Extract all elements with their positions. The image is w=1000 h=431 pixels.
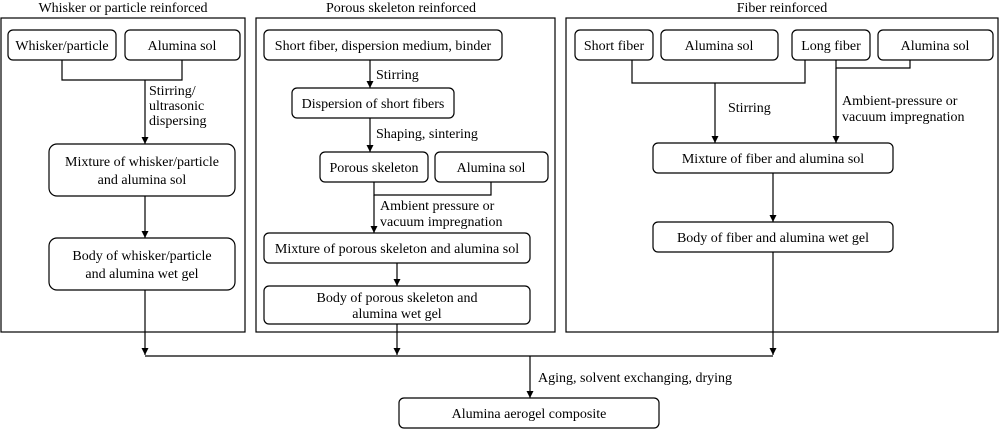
panel-fiber-frame xyxy=(565,17,999,333)
panel-fiber: Fiber reinforced Short fiber Alumina sol… xyxy=(565,1,999,353)
fiber-alumina-sol-label-1: Alumina sol xyxy=(685,39,754,54)
whisker-body-box xyxy=(48,237,236,291)
porous-body-line-1: Body of porous skeleton and xyxy=(317,291,478,306)
fiber-long-box xyxy=(791,29,871,61)
fiber-short-merge-connector xyxy=(631,60,806,84)
whisker-step-1-line-3: dispersing xyxy=(149,114,207,129)
porous-step-1: Stirring xyxy=(376,68,419,83)
fiber-alumina-sol-label-2: Alumina sol xyxy=(901,39,970,54)
porous-merge-connector xyxy=(373,182,492,196)
final-box xyxy=(398,397,660,429)
final-stage: Aging, solvent exchanging, drying Alumin… xyxy=(141,348,777,429)
fiber-mixture-label: Mixture of fiber and alumina sol xyxy=(682,152,864,167)
panel-porous: Porous skeleton reinforced Short fiber, … xyxy=(255,1,556,353)
fiber-long-label: Long fiber xyxy=(801,39,861,54)
porous-skeleton-label: Porous skeleton xyxy=(329,161,418,176)
panel-fiber-title: Fiber reinforced xyxy=(737,1,828,16)
whisker-alumina-sol-label: Alumina sol xyxy=(148,39,217,54)
porous-inputs-box xyxy=(263,29,503,61)
final-step-label: Aging, solvent exchanging, drying xyxy=(538,371,732,386)
fiber-alumina-sol-box-1 xyxy=(660,29,779,61)
fiber-step-long-line-1: Ambient-pressure or xyxy=(842,94,958,109)
whisker-step-1-line-2: ultrasonic xyxy=(149,99,204,114)
porous-alumina-sol-label: Alumina sol xyxy=(457,161,526,176)
whisker-body-line-1: Body of whisker/particle xyxy=(72,249,211,264)
whisker-particle-label: Whisker/particle xyxy=(15,39,108,54)
final-box-label: Alumina aerogel composite xyxy=(452,407,607,422)
panel-whisker: Whisker or particle reinforced Whisker/p… xyxy=(0,1,246,353)
panel-whisker-frame xyxy=(0,17,246,333)
panel-porous-frame xyxy=(255,17,556,333)
porous-step-3-line-1: Ambient pressure or xyxy=(380,199,495,214)
whisker-body-line-2: and alumina wet gel xyxy=(85,267,198,282)
fiber-long-merge-connector xyxy=(835,60,911,69)
panel-porous-title: Porous skeleton reinforced xyxy=(326,1,476,16)
porous-dispersion-label: Dispersion of short fibers xyxy=(302,97,445,112)
fiber-alumina-sol-box-2 xyxy=(877,29,994,61)
whisker-merge-connector xyxy=(61,60,183,81)
whisker-mixture-box xyxy=(48,143,236,197)
fiber-step-short: Stirring xyxy=(728,101,771,116)
panel-whisker-title: Whisker or particle reinforced xyxy=(38,1,207,16)
fiber-short-label: Short fiber xyxy=(584,39,645,54)
whisker-mixture-line-2: and alumina sol xyxy=(98,173,187,188)
whisker-step-1-line-1: Stirring/ xyxy=(149,84,196,99)
porous-inputs-label: Short fiber, dispersion medium, binder xyxy=(275,39,492,54)
fiber-body-label: Body of fiber and alumina wet gel xyxy=(677,231,869,246)
fiber-step-long-line-2: vacuum impregnation xyxy=(842,110,964,125)
porous-body-line-2: alumina wet gel xyxy=(352,307,442,322)
porous-step-3-line-2: vacuum impregnation xyxy=(380,215,502,230)
fiber-short-box xyxy=(574,29,654,61)
porous-dispersion-box xyxy=(291,87,455,119)
porous-mixture-label: Mixture of porous skeleton and alumina s… xyxy=(275,242,519,257)
porous-step-2: Shaping, sintering xyxy=(376,127,478,142)
whisker-mixture-line-1: Mixture of whisker/particle xyxy=(65,155,219,170)
